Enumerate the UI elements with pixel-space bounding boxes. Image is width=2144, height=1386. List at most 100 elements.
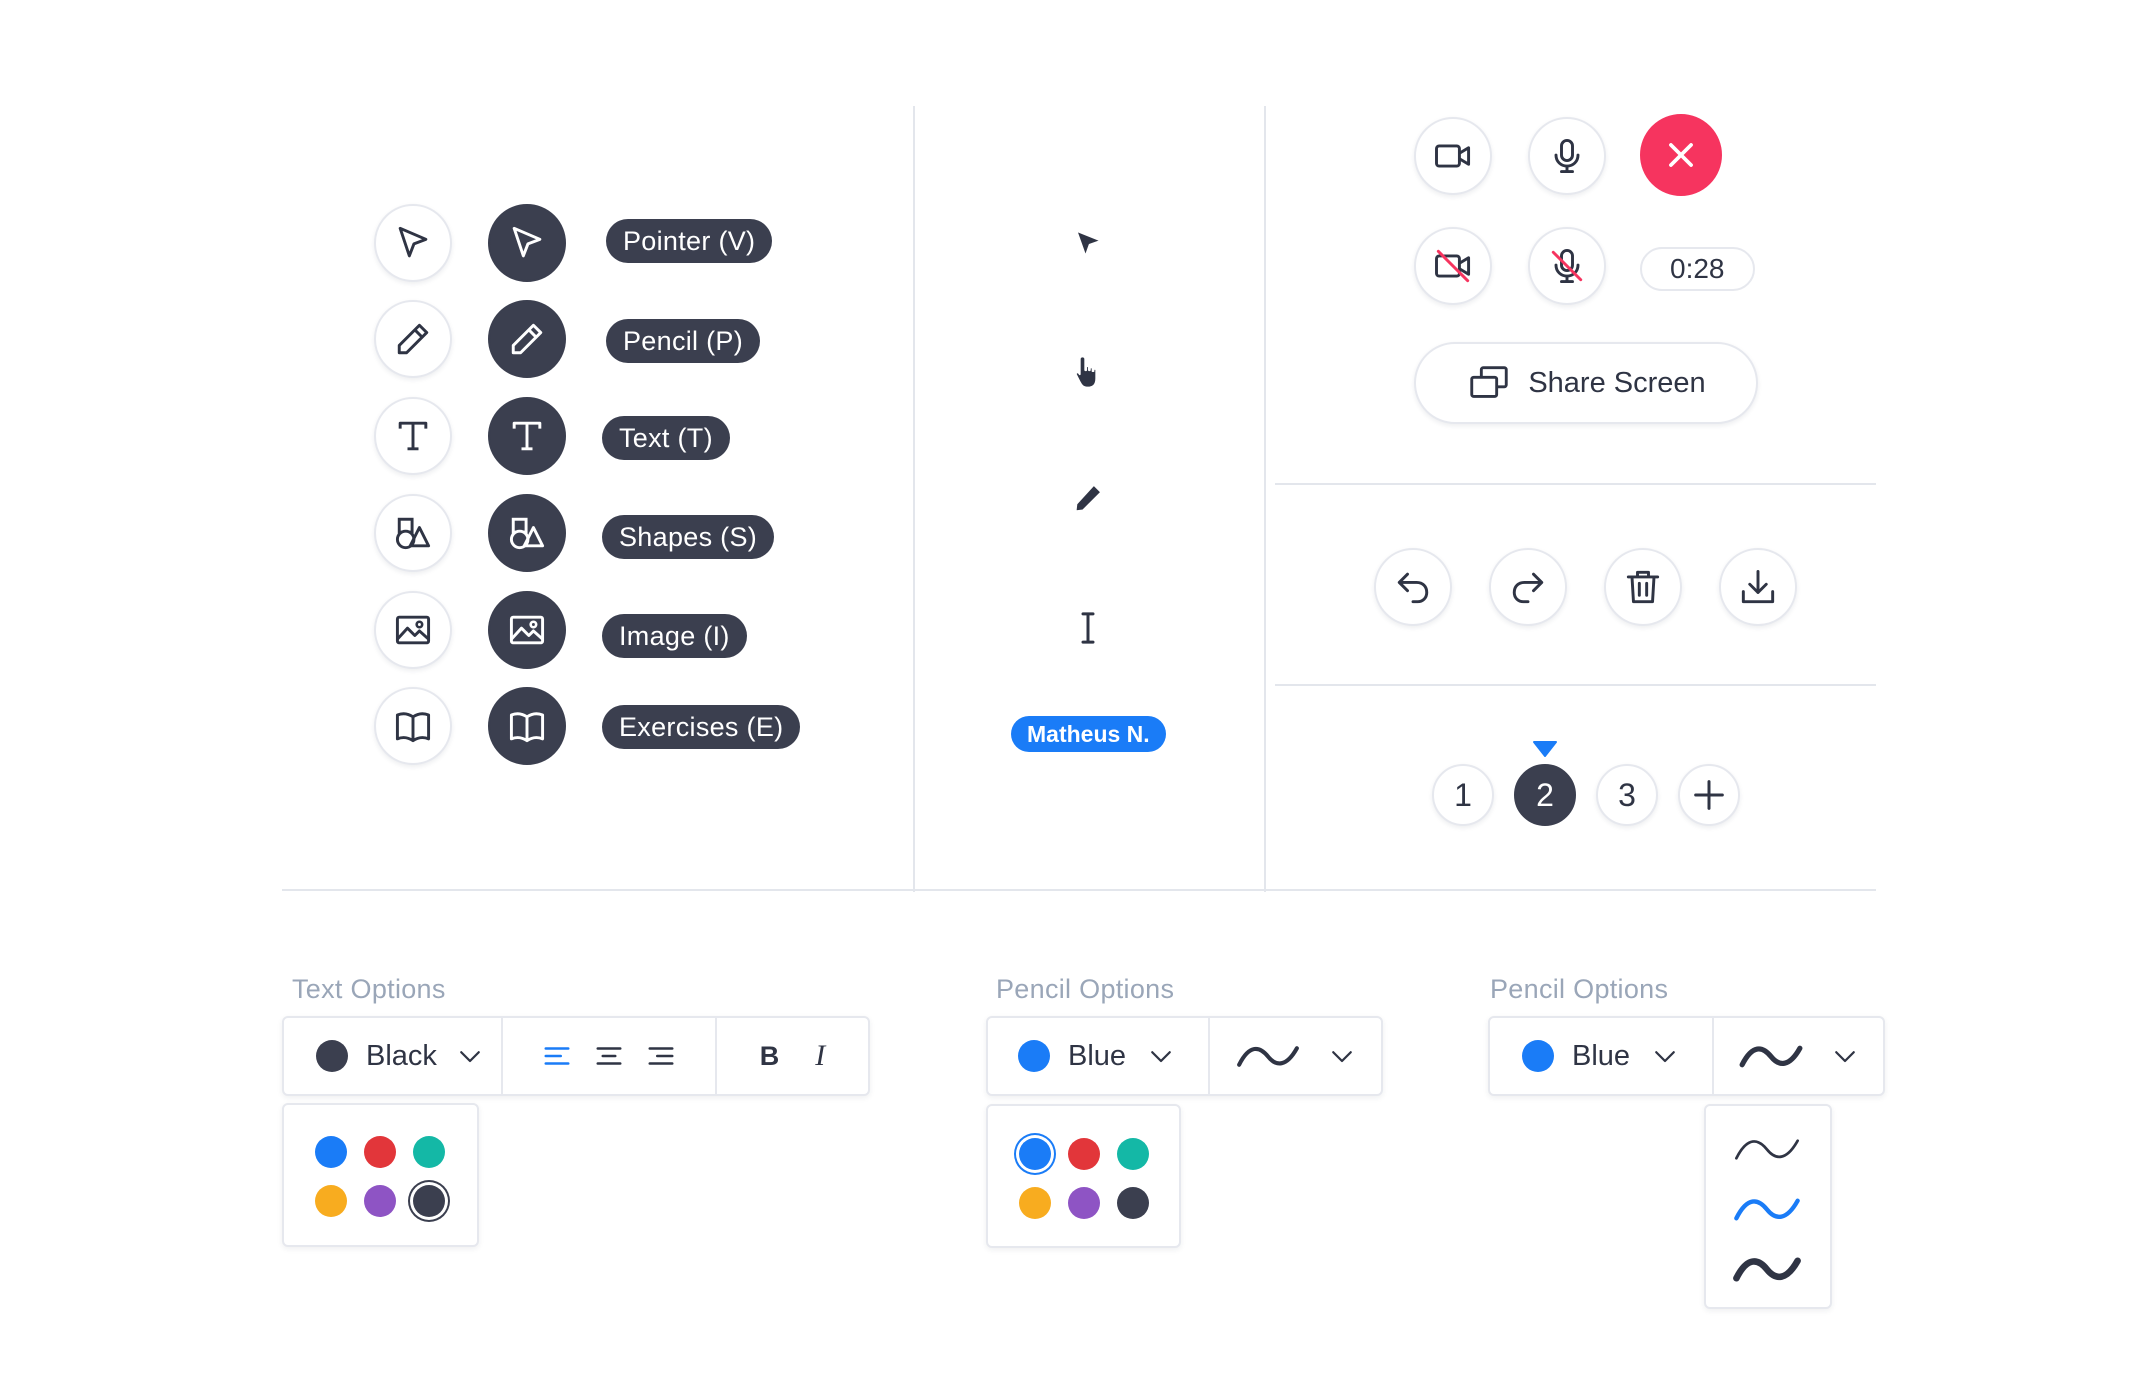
chevron-down-icon bbox=[1151, 1051, 1171, 1063]
text-color-label: Black bbox=[366, 1039, 437, 1072]
camera-button[interactable] bbox=[1414, 117, 1492, 195]
stroke-width-dropdown-1[interactable] bbox=[1208, 1018, 1381, 1094]
stroke-medium-icon bbox=[1236, 1045, 1299, 1067]
align-left-icon[interactable] bbox=[542, 1041, 572, 1071]
pencil-color-dropdown-2[interactable]: Blue bbox=[1490, 1018, 1712, 1094]
microphone-off-button[interactable] bbox=[1528, 227, 1606, 305]
page-button-3[interactable]: 3 bbox=[1596, 764, 1658, 826]
video-camera-icon bbox=[1435, 144, 1471, 168]
color-swatch-blue[interactable] bbox=[315, 1136, 347, 1168]
image-icon bbox=[395, 615, 431, 645]
text-style-group: B I bbox=[715, 1018, 868, 1094]
exercises-tooltip: Exercises (E) bbox=[602, 705, 801, 749]
call-timer: 0:28 bbox=[1640, 247, 1755, 291]
divider-vertical-1 bbox=[913, 106, 915, 892]
color-swatch-orange[interactable] bbox=[1019, 1187, 1051, 1219]
pointer-tool-button-active[interactable] bbox=[488, 204, 566, 282]
pencil-tool-button[interactable] bbox=[374, 300, 452, 378]
image-tooltip: Image (I) bbox=[602, 614, 747, 658]
shapes-tool-button-active[interactable] bbox=[488, 494, 566, 572]
microphone-button[interactable] bbox=[1528, 117, 1606, 195]
text-color-palette bbox=[282, 1103, 479, 1247]
end-call-button[interactable] bbox=[1640, 114, 1722, 196]
stroke-width-dropdown-2[interactable] bbox=[1712, 1018, 1883, 1094]
image-tool-button-active[interactable] bbox=[488, 591, 566, 669]
text-tooltip: Text (T) bbox=[602, 416, 730, 460]
divider-horizontal-main bbox=[282, 889, 1876, 891]
shapes-icon bbox=[395, 517, 431, 550]
color-swatch-red[interactable] bbox=[1068, 1138, 1100, 1170]
pencil-tooltip: Pencil (P) bbox=[606, 319, 761, 363]
pencil-color-label-2: Blue bbox=[1572, 1039, 1631, 1072]
page-button-1[interactable]: 1 bbox=[1432, 764, 1494, 826]
exercises-tool-button[interactable] bbox=[374, 687, 452, 765]
image-icon bbox=[509, 615, 545, 645]
text-icon bbox=[398, 421, 428, 451]
pencil-icon bbox=[397, 323, 429, 355]
plus-icon bbox=[1694, 780, 1724, 810]
text-tool-button-active[interactable] bbox=[488, 397, 566, 475]
pencil-options-toolbar-1: Blue bbox=[986, 1016, 1383, 1096]
pencil-icon bbox=[511, 323, 543, 355]
color-swatch-teal[interactable] bbox=[413, 1136, 445, 1168]
delete-button[interactable] bbox=[1604, 548, 1682, 626]
share-screen-icon bbox=[1470, 366, 1509, 398]
microphone-off-icon bbox=[1551, 248, 1583, 284]
pencil-color-dropdown-1[interactable]: Blue bbox=[988, 1018, 1208, 1094]
text-align-group bbox=[501, 1018, 715, 1094]
text-color-dropdown[interactable]: Black bbox=[284, 1018, 501, 1094]
book-icon bbox=[395, 712, 431, 743]
color-dot-blue bbox=[1522, 1040, 1554, 1072]
color-swatch-orange[interactable] bbox=[315, 1185, 347, 1217]
image-tool-button[interactable] bbox=[374, 591, 452, 669]
stroke-medium-selected-icon[interactable] bbox=[1732, 1192, 1802, 1227]
color-swatch-red[interactable] bbox=[364, 1136, 396, 1168]
shapes-icon bbox=[509, 517, 545, 550]
chevron-down-icon bbox=[1331, 1051, 1352, 1063]
bold-button[interactable]: B bbox=[759, 1040, 780, 1071]
exercises-tool-button-active[interactable] bbox=[488, 687, 566, 765]
text-cursor-icon bbox=[1058, 598, 1118, 658]
stroke-thin-icon[interactable] bbox=[1732, 1132, 1802, 1167]
add-page-button[interactable] bbox=[1678, 764, 1740, 826]
pencil-cursor-icon bbox=[1058, 468, 1118, 528]
current-page-indicator-icon bbox=[1532, 740, 1558, 763]
color-swatch-blue-selected[interactable] bbox=[1019, 1138, 1051, 1170]
book-icon bbox=[509, 712, 545, 743]
share-screen-button[interactable]: Share Screen bbox=[1414, 342, 1758, 424]
redo-button[interactable] bbox=[1489, 548, 1567, 626]
shapes-tooltip: Shapes (S) bbox=[602, 515, 775, 559]
color-swatch-black-selected[interactable] bbox=[413, 1185, 445, 1217]
shapes-tool-button[interactable] bbox=[374, 494, 452, 572]
page-button-2[interactable]: 2 bbox=[1514, 764, 1576, 826]
pencil-color-palette-1 bbox=[986, 1104, 1181, 1248]
share-screen-label: Share Screen bbox=[1528, 366, 1706, 399]
pointer-tool-button[interactable] bbox=[374, 204, 452, 282]
video-camera-off-icon bbox=[1435, 249, 1471, 283]
align-center-icon[interactable] bbox=[594, 1041, 624, 1071]
camera-off-button[interactable] bbox=[1414, 227, 1492, 305]
download-button[interactable] bbox=[1719, 548, 1797, 626]
color-swatch-black[interactable] bbox=[1117, 1187, 1149, 1219]
pencil-options-title-1: Pencil Options bbox=[996, 974, 1175, 1004]
pencil-tool-button-active[interactable] bbox=[488, 300, 566, 378]
text-options-title: Text Options bbox=[292, 974, 446, 1004]
pencil-options-toolbar-2: Blue bbox=[1488, 1016, 1885, 1096]
trash-icon bbox=[1626, 570, 1660, 604]
color-swatch-teal[interactable] bbox=[1117, 1138, 1149, 1170]
pointer-icon bbox=[398, 226, 428, 258]
color-swatch-purple[interactable] bbox=[1068, 1187, 1100, 1219]
italic-button[interactable]: I bbox=[815, 1039, 826, 1072]
arrow-cursor-icon bbox=[1058, 214, 1118, 274]
download-icon bbox=[1741, 569, 1775, 604]
text-tool-button[interactable] bbox=[374, 397, 452, 475]
stroke-thick-icon[interactable] bbox=[1732, 1252, 1802, 1287]
align-right-icon[interactable] bbox=[646, 1041, 676, 1071]
text-icon bbox=[512, 421, 542, 451]
microphone-icon bbox=[1554, 138, 1580, 174]
stroke-width-menu bbox=[1704, 1104, 1832, 1309]
text-options-toolbar: Black B I bbox=[282, 1016, 870, 1096]
divider-vertical-2 bbox=[1264, 106, 1266, 892]
color-swatch-purple[interactable] bbox=[364, 1185, 396, 1217]
undo-button[interactable] bbox=[1374, 548, 1452, 626]
